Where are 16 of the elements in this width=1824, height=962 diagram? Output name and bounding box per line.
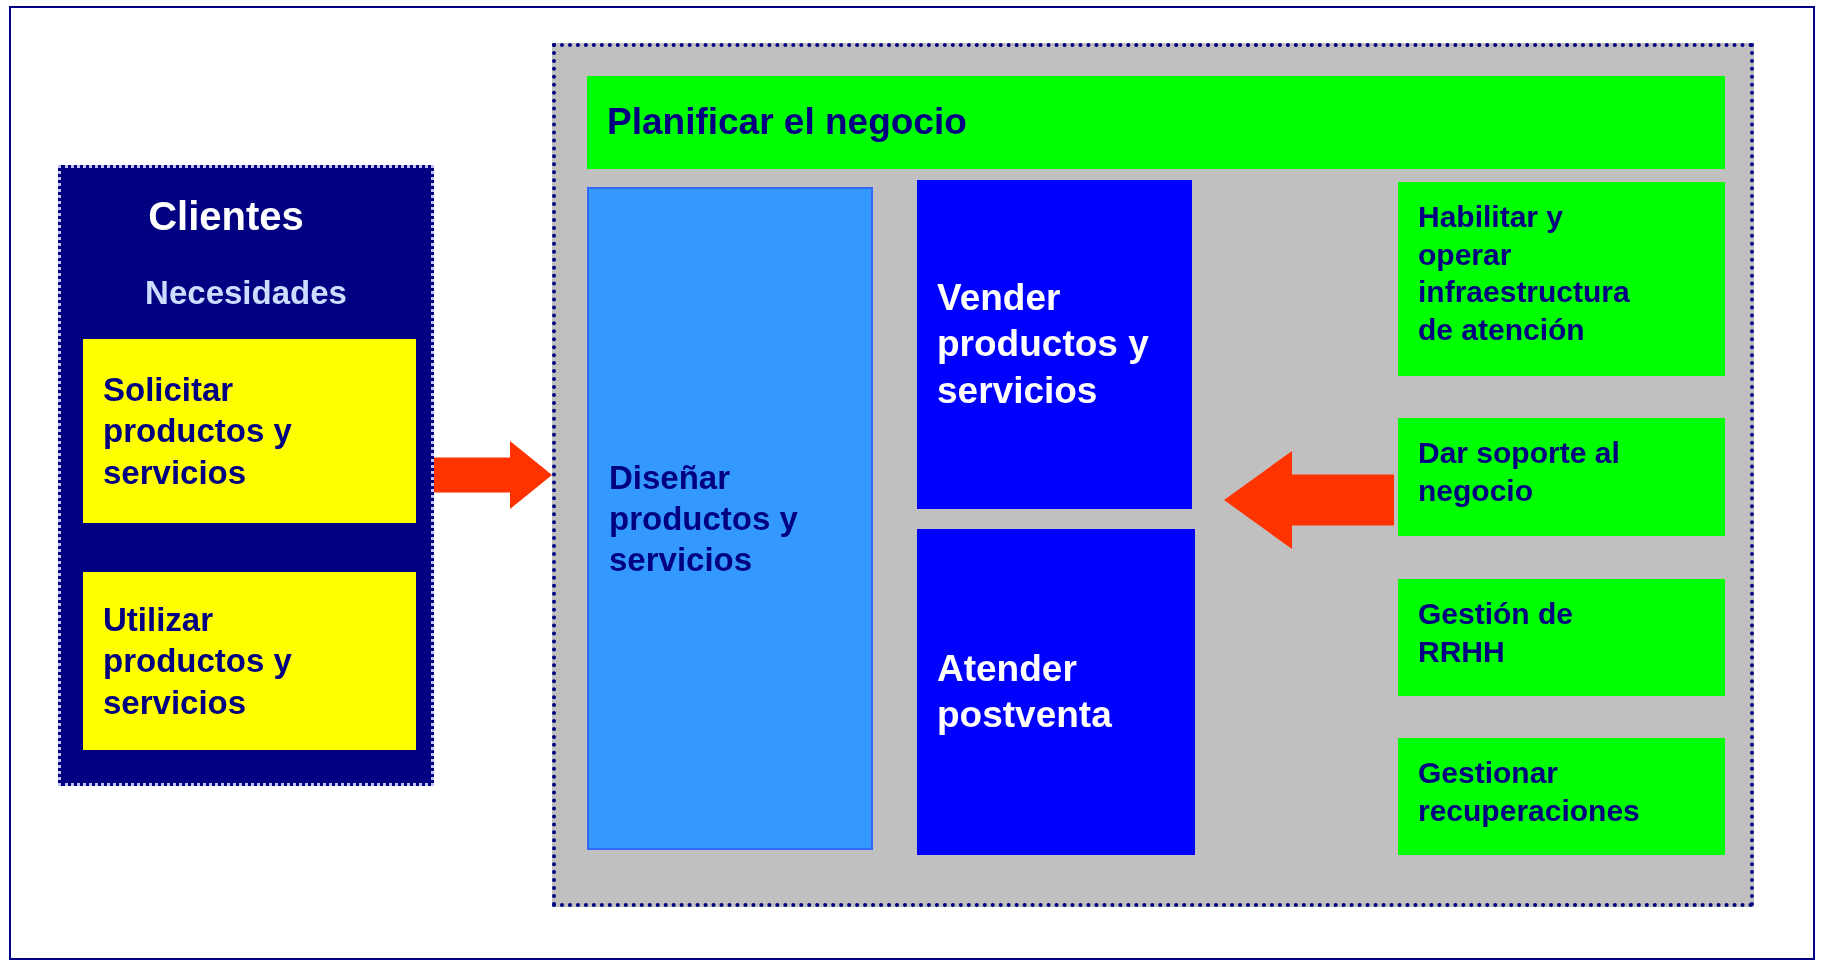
process-box: Solicitar productos y servicios (83, 339, 416, 523)
group-heading: Clientes (148, 194, 304, 239)
process-area-panel (552, 43, 1754, 907)
process-box: Habilitar y operar infraestructura de atención (1398, 182, 1725, 376)
block-arrow (1224, 451, 1394, 549)
process-box: Atender postventa (917, 529, 1195, 855)
process-box: Gestionar recuperaciones (1398, 738, 1725, 855)
client-panel (58, 165, 434, 786)
process-bar: Planificar el negocio (587, 76, 1725, 169)
process-box: Gestión de RRHH (1398, 579, 1725, 696)
process-box: Utilizar productos y servicios (83, 572, 416, 750)
block-arrow (434, 441, 552, 509)
group-subheading: Necesidades (145, 274, 347, 312)
process-box: Dar soporte al negocio (1398, 418, 1725, 536)
process-box: Vender productos y servicios (917, 180, 1192, 509)
process-box: Diseñar productos y servicios (587, 187, 873, 850)
